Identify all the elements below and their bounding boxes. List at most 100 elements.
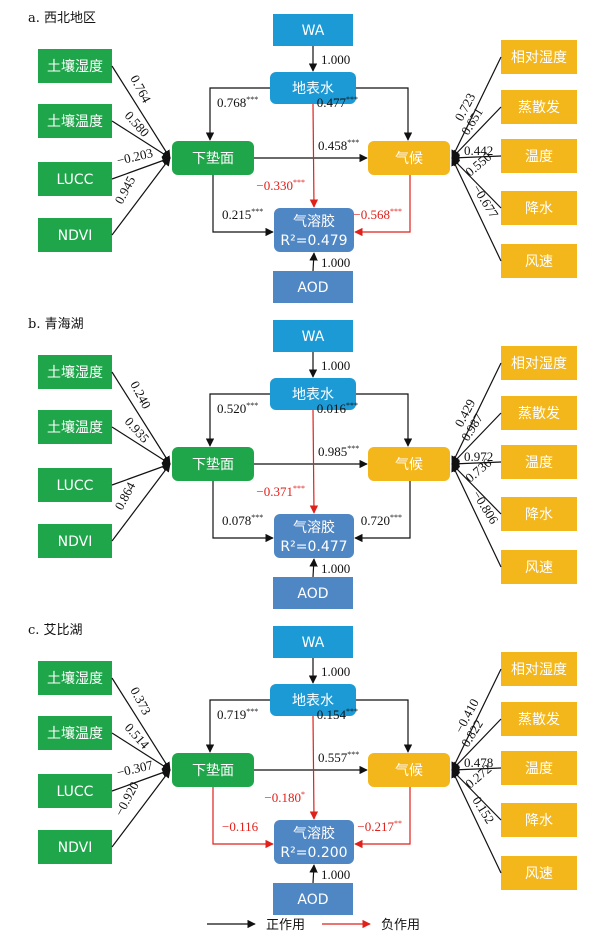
right-indicator-4-label: 风速 <box>525 560 553 576</box>
coef-ul-cl: 0.557*** <box>318 750 359 765</box>
left-indicator-1-label: 土壤温度 <box>47 725 103 742</box>
right-indicator-0-box <box>501 346 577 380</box>
left-loading-3: 0.945 <box>111 174 138 207</box>
wa-node-box <box>273 14 353 46</box>
coef-ul-cl: 0.458*** <box>318 138 359 153</box>
right-loading-4: 0.152 <box>469 794 497 827</box>
coef-cl-ae: −0.217** <box>357 819 402 834</box>
left-indicator-2-label: LUCC <box>57 478 94 494</box>
right-indicator-2-label: 温度 <box>525 149 553 165</box>
underlying-node-box <box>172 141 254 175</box>
left-indicator-3-label: NDVI <box>58 840 93 856</box>
arrow-sw-ul <box>205 87 270 141</box>
wa-node-label: WA <box>302 329 325 345</box>
coef-sw-ae: −0.371*** <box>256 484 305 499</box>
left-loading-2: −0.307 <box>115 757 155 780</box>
coef-ul-ae: 0.215*** <box>222 207 263 222</box>
right-indicator-1-label: 蒸散发 <box>518 100 560 116</box>
left-indicator-3-box <box>38 524 112 558</box>
left-indicator-0-box <box>38 355 112 389</box>
coef-sw-cl: 0.154*** <box>317 707 358 722</box>
right-indicator-2-label: 温度 <box>525 761 553 777</box>
coef-sw-ae: −0.330*** <box>256 178 305 193</box>
right-indicator-3-label: 降水 <box>525 507 553 523</box>
surface-water-node-box <box>270 72 356 104</box>
right-indicator-0-label: 相对湿度 <box>511 662 567 678</box>
panel-title: c. 艾比湖 <box>28 623 83 638</box>
right-indicator-2-box <box>501 751 577 785</box>
left-loading-line-0 <box>111 65 171 159</box>
left-loading-line-1 <box>111 732 171 771</box>
left-loading-2: −0.203 <box>115 145 154 168</box>
coef-sw-ul: 0.520*** <box>217 401 258 416</box>
coef-sw-ul: 0.719*** <box>217 707 258 722</box>
right-loading-4: −0.677 <box>469 182 501 221</box>
arrow-aod-ae <box>309 558 318 578</box>
right-loading-line-1 <box>451 718 502 771</box>
panel-c: c. 艾比湖土壤湿度土壤温度LUCCNDVI相对湿度蒸散发温度降水风速0.373… <box>28 623 577 915</box>
underlying-label: 下垫面 <box>192 763 234 779</box>
aod-node-label: AOD <box>297 280 328 296</box>
r-squared: R²=0.477 <box>280 539 347 555</box>
aerosol-label: 气溶胶 <box>293 825 335 842</box>
legend-negative-label: 负作用 <box>381 918 420 933</box>
right-loading-2: 0.442 <box>464 143 493 158</box>
right-loading-2: 0.972 <box>464 449 493 464</box>
right-indicator-0-box <box>501 652 577 686</box>
right-loading-line-1 <box>451 106 502 159</box>
right-loading-line-1 <box>451 412 502 465</box>
surface-water-label: 地表水 <box>292 693 334 709</box>
r-squared: R²=0.479 <box>280 233 347 249</box>
right-loading-line-3 <box>451 769 502 821</box>
panel-b: b. 青海湖土壤湿度土壤温度LUCCNDVI相对湿度蒸散发温度降水风速0.240… <box>28 317 577 609</box>
right-indicator-2-box <box>501 445 577 479</box>
arrow-cl-ae <box>354 175 411 237</box>
underlying-label: 下垫面 <box>192 457 234 473</box>
right-indicator-4-box <box>501 550 577 584</box>
surface-water-node-box <box>270 684 356 716</box>
coef-cl-ae: 0.720*** <box>361 513 402 528</box>
climate-label: 气候 <box>395 763 423 779</box>
left-indicator-3-box <box>38 830 112 864</box>
left-indicator-2-label: LUCC <box>57 172 94 188</box>
aod-node-box <box>273 883 353 915</box>
left-indicator-1-box <box>38 410 112 444</box>
climate-label: 气候 <box>395 457 423 473</box>
r-squared: R²=0.200 <box>280 845 347 861</box>
wa-node-label: WA <box>302 635 325 651</box>
underlying-label: 下垫面 <box>192 151 234 167</box>
aod-node-box <box>273 577 353 609</box>
right-loading-line-4 <box>451 769 502 874</box>
climate-label: 气候 <box>395 151 423 167</box>
left-loading-line-3 <box>111 463 171 542</box>
left-indicator-0-label: 土壤湿度 <box>47 58 103 75</box>
right-loading-4: −0.806 <box>469 488 501 527</box>
coef-ul-cl: 0.985*** <box>318 444 359 459</box>
right-indicator-4-box <box>501 856 577 890</box>
coef-wa-sw: 1.000 <box>321 358 350 373</box>
left-loading-line-2 <box>111 768 171 792</box>
wa-node-label: WA <box>302 23 325 39</box>
right-indicator-4-box <box>501 244 577 278</box>
left-indicator-1-label: 土壤温度 <box>47 419 103 436</box>
arrow-sw-ul <box>205 699 270 753</box>
left-indicator-1-box <box>38 104 112 138</box>
left-indicator-2-box <box>38 774 112 808</box>
right-indicator-2-box <box>501 139 577 173</box>
surface-water-label: 地表水 <box>292 81 334 97</box>
right-loading-line-3 <box>451 157 502 209</box>
arrow-aod-ae <box>309 252 318 272</box>
coef-sw-cl: 0.477*** <box>317 95 358 110</box>
aerosol-label: 气溶胶 <box>293 519 335 536</box>
surface-water-label: 地表水 <box>292 387 334 403</box>
right-indicator-3-box <box>501 497 577 531</box>
left-indicator-3-box <box>38 218 112 252</box>
right-loading-line-4 <box>451 463 502 568</box>
left-loading-line-3 <box>111 157 171 236</box>
coef-sw-ae: −0.180* <box>264 790 305 805</box>
right-indicator-1-label: 蒸散发 <box>518 406 560 422</box>
left-loading-0: 0.373 <box>127 684 154 717</box>
left-indicator-0-label: 土壤湿度 <box>47 670 103 687</box>
wa-node-box <box>273 626 353 658</box>
